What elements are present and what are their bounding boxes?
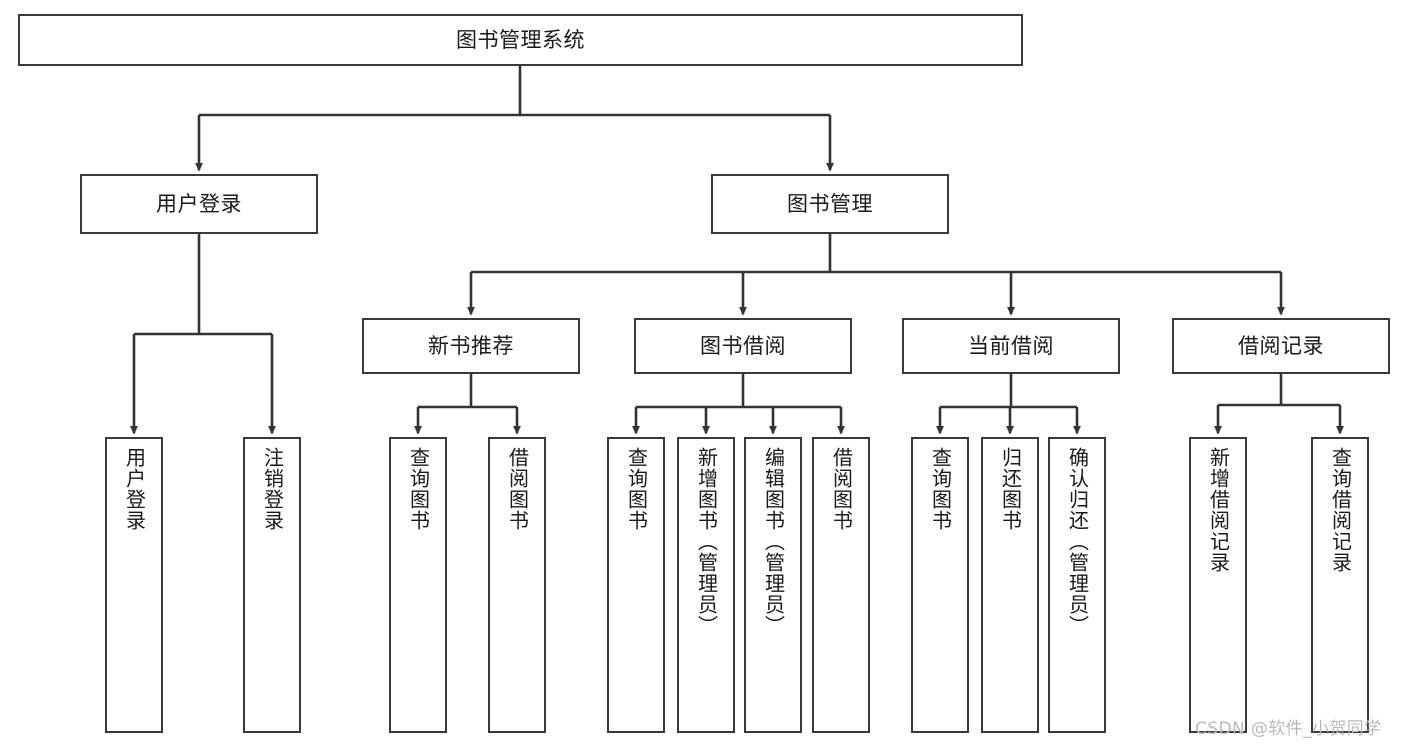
- node-book-manage[interactable]: 图书管理: [711, 174, 949, 234]
- node-user-login[interactable]: 用户登录: [80, 174, 318, 234]
- node-leaf-user-login[interactable]: 用户登录: [105, 437, 163, 733]
- node-leaf-user-login-label: 用户登录: [122, 447, 147, 531]
- node-leaf-return-book[interactable]: 归还图书: [981, 437, 1039, 733]
- node-book-borrow[interactable]: 图书借阅: [634, 318, 852, 374]
- node-leaf-return-book-label: 归还图书: [998, 447, 1023, 531]
- node-current-borrow[interactable]: 当前借阅: [902, 318, 1120, 374]
- node-leaf-add-record[interactable]: 新增借阅记录: [1189, 437, 1247, 733]
- node-leaf-add-record-label: 新增借阅记录: [1206, 447, 1231, 573]
- node-new-book-recommend[interactable]: 新书推荐: [362, 318, 580, 374]
- node-new-book-recommend-label: 新书推荐: [428, 333, 514, 358]
- node-leaf-query-book-1-label: 查询图书: [406, 447, 431, 531]
- node-leaf-confirm-return-label: 确认归还（管理员）: [1065, 447, 1090, 636]
- node-leaf-query-book-2[interactable]: 查询图书: [607, 437, 665, 733]
- node-leaf-add-book[interactable]: 新增图书（管理员）: [677, 437, 735, 733]
- node-leaf-borrow-book-1[interactable]: 借阅图书: [488, 437, 546, 733]
- node-book-borrow-label: 图书借阅: [700, 333, 786, 358]
- node-borrow-record-label: 借阅记录: [1238, 333, 1324, 358]
- node-root[interactable]: 图书管理系统: [18, 14, 1023, 66]
- node-book-manage-label: 图书管理: [787, 191, 873, 216]
- node-borrow-record[interactable]: 借阅记录: [1172, 318, 1390, 374]
- node-leaf-edit-book-label: 编辑图书（管理员）: [761, 447, 786, 636]
- node-leaf-borrow-book-1-label: 借阅图书: [505, 447, 530, 531]
- node-leaf-add-book-label: 新增图书（管理员）: [694, 447, 719, 636]
- node-leaf-query-record[interactable]: 查询借阅记录: [1311, 437, 1369, 733]
- node-leaf-query-book-3[interactable]: 查询图书: [911, 437, 969, 733]
- node-leaf-query-book-1[interactable]: 查询图书: [389, 437, 447, 733]
- node-leaf-query-record-label: 查询借阅记录: [1328, 447, 1353, 573]
- node-leaf-query-book-2-label: 查询图书: [624, 447, 649, 531]
- node-root-label: 图书管理系统: [456, 27, 585, 52]
- node-leaf-borrow-book-2-label: 借阅图书: [829, 447, 854, 531]
- node-leaf-logout-label: 注销登录: [260, 447, 285, 531]
- node-user-login-label: 用户登录: [156, 191, 242, 216]
- node-current-borrow-label: 当前借阅: [968, 333, 1054, 358]
- node-leaf-logout[interactable]: 注销登录: [243, 437, 301, 733]
- node-leaf-query-book-3-label: 查询图书: [928, 447, 953, 531]
- node-leaf-edit-book[interactable]: 编辑图书（管理员）: [744, 437, 802, 733]
- node-leaf-borrow-book-2[interactable]: 借阅图书: [812, 437, 870, 733]
- watermark: CSDN @软件_小贺同学: [1195, 719, 1382, 739]
- node-leaf-confirm-return[interactable]: 确认归还（管理员）: [1048, 437, 1106, 733]
